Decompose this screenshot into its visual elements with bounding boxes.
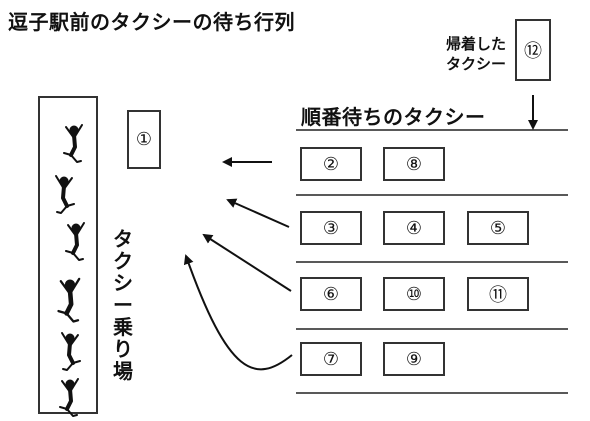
taxi-stand-label: タ ク シ ー 乗 り 場 (111, 228, 135, 382)
arrow-lane-2 (226, 198, 290, 228)
taxi-5: ⑤ (467, 211, 529, 245)
arrow-lane-3 (202, 233, 292, 292)
stand-char: り (113, 337, 133, 361)
stand-char: 乗 (113, 315, 133, 339)
stand-char: ー (113, 293, 133, 317)
returned-taxi-label: 帰着した タクシー (446, 34, 506, 74)
taxi-7: ⑦ (300, 342, 362, 376)
stand-char: ク (113, 249, 133, 273)
stand-char: タ (113, 227, 133, 251)
taxi-3: ③ (300, 211, 362, 245)
stand-char: シ (113, 271, 133, 295)
arrow-lane-4 (183, 254, 293, 371)
returned-label-line-1: 帰着した (446, 35, 507, 53)
queue-title: 順番待ちのタクシー (301, 105, 486, 129)
taxi-4: ④ (383, 211, 445, 245)
taxi-8: ⑧ (383, 147, 445, 181)
taxi-12: ⑫ (515, 19, 551, 81)
page-title: 逗子駅前のタクシーの待ち行列 (8, 10, 295, 34)
returned-label-line-2: タクシー (446, 55, 507, 73)
taxi-9: ⑨ (383, 342, 445, 376)
stand-char: 場 (113, 359, 133, 383)
taxi-6: ⑥ (300, 277, 362, 311)
taxi-10: ⑩ (383, 277, 445, 311)
taxi-11: ⑪ (467, 277, 529, 311)
taxi-stand-column (38, 96, 98, 414)
taxi-2: ② (300, 147, 362, 181)
taxi-1: ① (127, 110, 161, 169)
